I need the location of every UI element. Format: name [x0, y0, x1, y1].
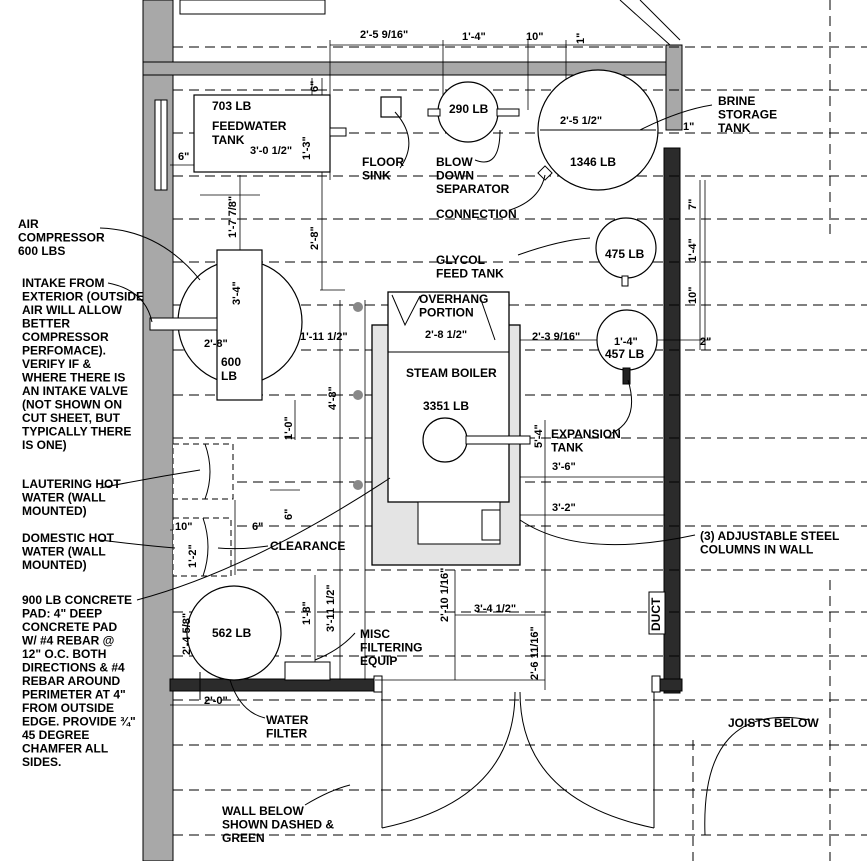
boiler-weight: 3351 LB	[423, 399, 469, 413]
dim-text: 2'-10 1/16"	[439, 568, 451, 622]
dim-text: 2'-3 9/16"	[532, 331, 580, 343]
dim-text: 6"	[178, 151, 189, 163]
dim-text: 3'-11 1/2"	[325, 584, 337, 632]
right-wall-lower	[663, 147, 681, 694]
tank-562-weight: 562 LB	[212, 626, 252, 640]
dim-text: 2'-8 1/2"	[425, 329, 467, 341]
dim-text: 7"	[687, 199, 699, 210]
dim-text: 10"	[175, 521, 192, 533]
dim-text: 6"	[309, 81, 321, 92]
dim-text: 1'-4"	[462, 31, 486, 43]
door-jamb-right	[651, 675, 661, 693]
domestic-hot-water-heater	[172, 517, 232, 577]
blowdown-weight: 290 LB	[449, 102, 489, 116]
dim-text: 2'-4 5/8"	[181, 613, 193, 655]
dim-text: 1'-4"	[614, 336, 638, 348]
dim-text: 1'-3"	[301, 136, 313, 160]
dim-text: 1"	[575, 33, 587, 44]
connection-label: CONNECTION	[436, 207, 517, 221]
feedwater-weight: 703 LB	[212, 99, 252, 113]
floor-sink-icon	[380, 96, 402, 118]
dim-text: 2'-8"	[204, 338, 228, 350]
dim-text: 2'-6 11/16"	[529, 626, 541, 680]
duct-label: DUCT	[649, 597, 663, 631]
glycol-weight: 475 LB	[605, 247, 645, 261]
boiler-port-icon	[422, 417, 468, 463]
dim-text: 1'-0"	[283, 416, 295, 440]
lautering-hot-water-heater	[172, 443, 234, 500]
dim-text: 2"	[700, 336, 711, 348]
dim-text: 2'-5 9/16"	[360, 29, 408, 41]
expansion-weight: 457 LB	[605, 347, 645, 361]
dim-text: 3'-6"	[552, 461, 576, 473]
boiler-name: STEAM BOILER	[406, 366, 497, 380]
dim-text: 1'-8"	[301, 601, 313, 625]
dim-text: 6"	[283, 509, 295, 520]
dim-text: 2'-5 1/2"	[560, 115, 602, 127]
clearance-label: CLEARANCE	[270, 539, 345, 553]
dim-text: 1'-11 1/2"	[300, 331, 348, 343]
steel-column-icon	[353, 390, 363, 400]
steel-column-icon	[353, 480, 363, 490]
feedwater-tank	[193, 94, 331, 173]
dim-text: 1"	[683, 121, 694, 133]
feedwater-name-1: FEEDWATER	[212, 119, 287, 133]
joists-label: JOISTS BELOW	[728, 716, 819, 730]
dim-text: 3'-4"	[231, 281, 243, 305]
dim-text: 1'-2"	[187, 544, 199, 568]
dim-text: 5'-4"	[533, 424, 545, 448]
steam-boiler	[387, 291, 510, 503]
dim-text: 6"	[252, 521, 263, 533]
dim-text: 1'-4"	[687, 238, 699, 262]
steel-column-icon	[353, 302, 363, 312]
misc-filtering-equip	[284, 661, 331, 681]
dim-text: 3'-2"	[552, 502, 576, 514]
duct	[648, 591, 666, 635]
dim-text: 1'-7 7/8"	[227, 196, 239, 238]
dim-text: 2'-0"	[204, 695, 228, 707]
tank-562	[186, 585, 282, 681]
dim-text: 10"	[526, 31, 543, 43]
dim-text: 2'-8"	[309, 226, 321, 250]
right-wall-upper	[665, 44, 683, 131]
dim-text: 10"	[687, 287, 699, 304]
dim-text: 4'-8"	[327, 386, 339, 410]
compressor-weight-2: LB	[221, 369, 237, 383]
compressor-weight-1: 600	[221, 355, 241, 369]
dim-text: 3'-4 1/2"	[474, 603, 516, 615]
intake-duct	[149, 317, 218, 331]
top-opening	[179, 0, 326, 15]
feedwater-name-2: TANK	[212, 133, 245, 147]
bottom-wall-left	[169, 678, 379, 692]
door-jamb-left	[373, 675, 383, 693]
leader-lines	[99, 104, 811, 836]
double-door	[381, 691, 655, 829]
dim-text: 3'-0 1/2"	[250, 145, 292, 157]
brine-weight: 1346 LB	[570, 155, 616, 169]
